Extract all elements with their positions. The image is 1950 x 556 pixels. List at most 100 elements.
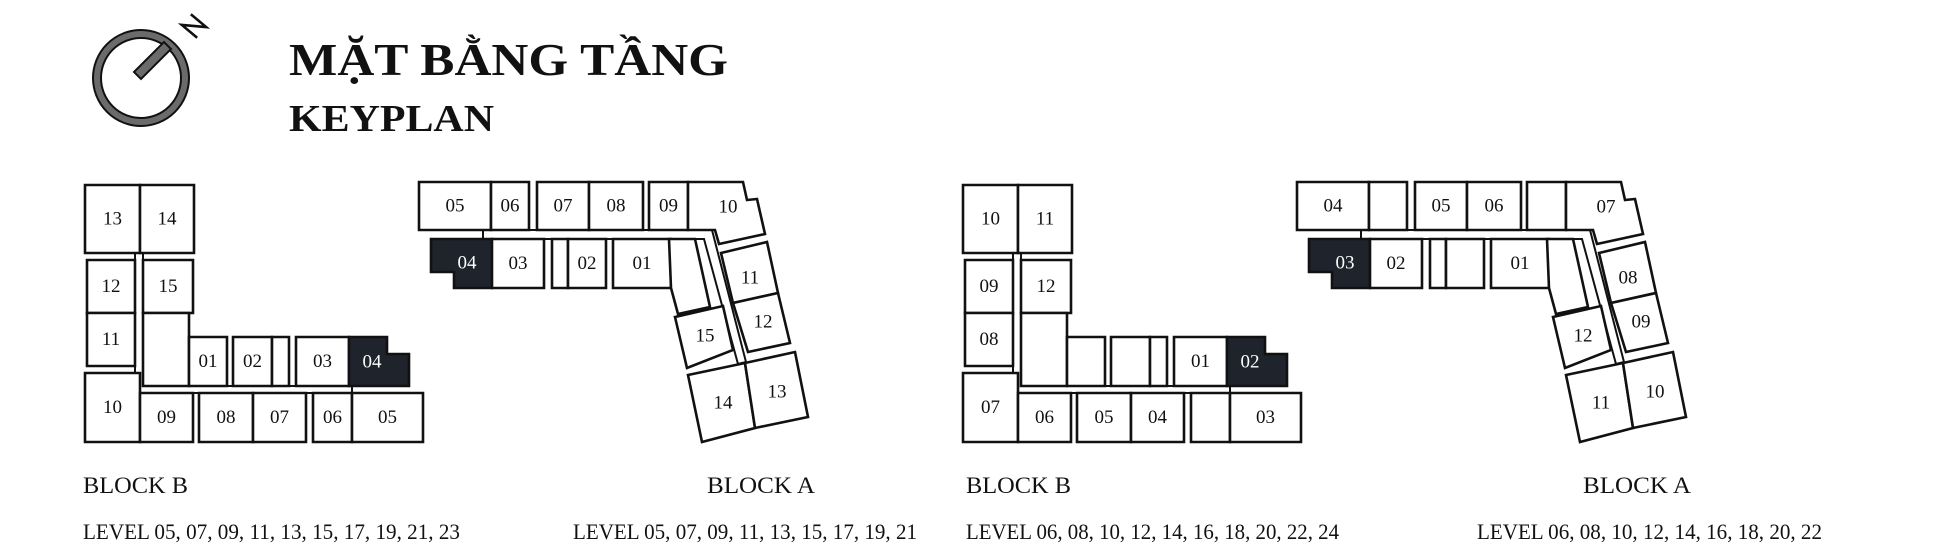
unit[interactable] xyxy=(1444,237,1486,290)
unit[interactable] xyxy=(673,304,735,370)
unit-label: 02 xyxy=(1387,253,1406,274)
page-subtitle: KEYPLAN xyxy=(289,98,494,140)
unit-label: 06 xyxy=(1035,407,1054,428)
unit-label: 05 xyxy=(1095,407,1114,428)
unit-label: 09 xyxy=(157,407,176,428)
unit[interactable] xyxy=(489,180,531,232)
unit[interactable] xyxy=(1109,335,1152,388)
unit[interactable] xyxy=(1428,237,1448,290)
block-label: BLOCK B xyxy=(966,473,1071,498)
unit[interactable] xyxy=(1189,391,1232,444)
unit-label: 12 xyxy=(102,276,121,297)
unit-label: 08 xyxy=(1619,268,1638,289)
unit[interactable] xyxy=(1368,237,1424,290)
unit[interactable] xyxy=(550,237,570,290)
unit[interactable] xyxy=(1564,180,1645,246)
unit-label: 12 xyxy=(1037,276,1056,297)
unit[interactable] xyxy=(1551,304,1613,370)
unit[interactable] xyxy=(731,291,792,354)
block-label: BLOCK B xyxy=(83,473,188,498)
unit-label: 10 xyxy=(981,209,1000,230)
unit-label: 10 xyxy=(1646,382,1665,403)
unit-label: 07 xyxy=(981,397,1000,418)
unit-label: 09 xyxy=(980,276,999,297)
unit[interactable] xyxy=(141,258,195,315)
unit[interactable] xyxy=(270,335,291,388)
unit[interactable] xyxy=(1621,350,1688,430)
unit-label: 11 xyxy=(102,329,120,350)
unit-highlighted[interactable] xyxy=(1225,335,1289,388)
unit-label: 11 xyxy=(741,268,759,289)
unit-label: 12 xyxy=(754,312,773,333)
unit[interactable] xyxy=(1545,237,1590,316)
unit[interactable] xyxy=(251,391,308,444)
unit[interactable] xyxy=(1148,335,1169,388)
unit-label: 04 xyxy=(458,253,478,274)
unit-label: 13 xyxy=(768,382,787,403)
unit[interactable] xyxy=(587,180,645,232)
unit[interactable] xyxy=(1019,258,1073,315)
unit-label: 02 xyxy=(243,351,262,372)
unit-label: 03 xyxy=(1256,407,1275,428)
unit-label: 01 xyxy=(633,253,652,274)
unit-label: 05 xyxy=(446,196,465,217)
unit-label: 13 xyxy=(103,209,122,230)
unit-label: 06 xyxy=(323,407,342,428)
unit[interactable] xyxy=(350,391,425,444)
unit-label: 04 xyxy=(1148,407,1168,428)
unit[interactable] xyxy=(141,311,191,388)
floor-plans: 13 14 12 15 11 01 02 03 04 10 09 08 07 06 05 05 06 07 08 09… xyxy=(83,180,1688,444)
unit[interactable] xyxy=(1065,335,1107,388)
unit-label: 15 xyxy=(159,276,178,297)
unit[interactable] xyxy=(138,183,196,255)
unit-label: 14 xyxy=(158,209,178,230)
unit-label: 03 xyxy=(313,351,332,372)
compass-ring-fill xyxy=(94,31,188,125)
unit-label: 14 xyxy=(714,393,734,414)
unit[interactable] xyxy=(667,237,712,316)
unit-label: 08 xyxy=(607,196,626,217)
unit[interactable] xyxy=(85,311,137,368)
unit[interactable] xyxy=(1019,311,1069,388)
unit-label: 01 xyxy=(199,351,218,372)
unit-label: 10 xyxy=(103,397,122,418)
compass xyxy=(92,13,211,127)
unit[interactable] xyxy=(1465,180,1523,232)
unit-label: 11 xyxy=(1036,209,1054,230)
levels-label: LEVEL 06, 08, 10, 12, 14, 16, 18, 20, 22 xyxy=(1477,519,1822,544)
unit-label: 02 xyxy=(578,253,597,274)
unit[interactable] xyxy=(1228,391,1303,444)
unit-label: 05 xyxy=(1432,196,1451,217)
unit[interactable] xyxy=(1129,391,1186,444)
unit[interactable] xyxy=(963,311,1015,368)
unit-label: 03 xyxy=(1336,253,1355,274)
unit[interactable] xyxy=(1609,291,1670,354)
unit[interactable] xyxy=(490,237,546,290)
unit-label: 05 xyxy=(378,407,397,428)
unit[interactable] xyxy=(566,237,608,290)
unit[interactable] xyxy=(686,180,767,246)
unit-label: 04 xyxy=(1324,196,1344,217)
unit-label: 11 xyxy=(1592,393,1610,414)
unit[interactable] xyxy=(1367,180,1409,232)
north-letter-icon xyxy=(177,13,211,39)
unit[interactable] xyxy=(187,335,229,388)
unit[interactable] xyxy=(1016,183,1074,255)
unit-label: 06 xyxy=(501,196,520,217)
block-label: BLOCK A xyxy=(1583,473,1691,498)
unit-label: 01 xyxy=(1511,253,1530,274)
unit[interactable] xyxy=(138,391,195,444)
unit[interactable] xyxy=(1525,180,1568,232)
unit-label: 07 xyxy=(270,407,289,428)
unit-label: 03 xyxy=(509,253,528,274)
unit[interactable] xyxy=(743,350,810,430)
unit-label: 06 xyxy=(1485,196,1504,217)
unit[interactable] xyxy=(1016,391,1073,444)
unit-label: 10 xyxy=(719,197,738,218)
unit-highlighted[interactable] xyxy=(347,335,411,388)
unit-label: 12 xyxy=(1574,326,1593,347)
